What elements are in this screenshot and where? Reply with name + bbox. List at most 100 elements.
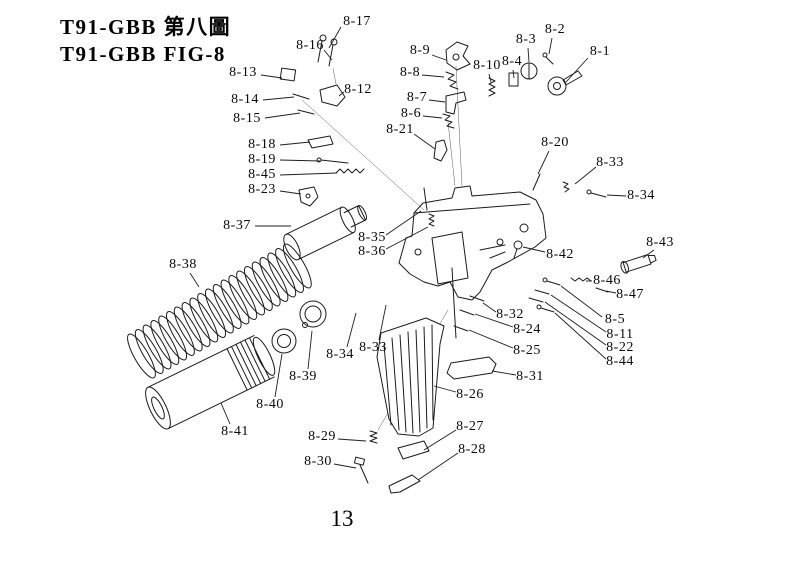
bottom-parts-drawing xyxy=(353,430,430,494)
part-label-8-31: 8-31 xyxy=(516,369,544,384)
leader-line-8-33 xyxy=(574,166,597,185)
part-label-8-30: 8-30 xyxy=(304,454,332,469)
leader-line-8-3 xyxy=(527,47,530,63)
leader-line-8-24 xyxy=(474,313,514,328)
part-label-8-33-b: 8-33 xyxy=(359,340,387,355)
leader-line-8-38 xyxy=(189,272,200,288)
leader-line-8-44 xyxy=(554,312,607,360)
leader-line-8-6 xyxy=(422,115,443,119)
leader-line-8-23 xyxy=(279,190,302,195)
part-label-8-24: 8-24 xyxy=(513,322,541,337)
lower-receiver-drawing xyxy=(398,185,547,301)
buffer-drawing xyxy=(283,204,368,261)
action-spring-drawing xyxy=(127,243,312,379)
part-label-8-32: 8-32 xyxy=(496,307,524,322)
part-label-8-8: 8-8 xyxy=(399,65,421,80)
leader-line-8-25 xyxy=(468,329,514,349)
leader-line-8-14 xyxy=(262,96,295,101)
part-label-8-13: 8-13 xyxy=(229,65,257,80)
leader-line-8-32 xyxy=(482,302,497,313)
leader-line-8-17 xyxy=(328,26,342,49)
leader-line-8-7 xyxy=(428,99,446,103)
bushing-ring-drawing xyxy=(271,328,297,354)
part-label-8-3: 8-3 xyxy=(515,32,537,47)
retaining-ring-drawing xyxy=(299,300,327,328)
part-label-8-43: 8-43 xyxy=(646,235,674,250)
leader-line-8-41 xyxy=(220,402,231,425)
leader-line-8-43 xyxy=(642,249,655,259)
part-label-8-29: 8-29 xyxy=(308,429,336,444)
part-label-8-22: 8-22 xyxy=(606,340,634,355)
leader-line-8-36 xyxy=(385,226,429,250)
part-label-8-15: 8-15 xyxy=(233,111,261,126)
leader-line-8-8 xyxy=(421,74,445,78)
part-label-8-2: 8-2 xyxy=(544,22,566,37)
right-parts-drawing xyxy=(451,240,657,339)
leader-line-8-4 xyxy=(512,69,515,79)
part-label-8-42: 8-42 xyxy=(546,247,574,262)
part-label-8-27: 8-27 xyxy=(456,419,484,434)
page-number: 13 xyxy=(330,506,354,531)
leader-line-8-18 xyxy=(279,141,311,146)
part-label-8-10: 8-10 xyxy=(473,58,501,73)
leader-line-8-10 xyxy=(488,73,492,83)
part-label-8-41: 8-41 xyxy=(221,424,249,439)
part-label-8-25: 8-25 xyxy=(513,343,541,358)
part-label-8-4: 8-4 xyxy=(501,54,523,69)
leader-line-8-42 xyxy=(522,246,546,253)
leader-line-8-29 xyxy=(337,438,367,442)
part-label-8-1: 8-1 xyxy=(589,44,611,59)
stock-tube-drawing xyxy=(145,335,276,430)
part-label-8-19: 8-19 xyxy=(248,152,276,167)
leader-line-8-9 xyxy=(431,54,447,61)
part-label-8-37: 8-37 xyxy=(223,218,251,233)
part-label-8-20: 8-20 xyxy=(541,135,569,150)
part-label-8-46: 8-46 xyxy=(593,273,621,288)
part-label-8-34: 8-34 xyxy=(627,188,655,203)
leader-line-8-19 xyxy=(279,159,321,162)
leader-line-8-20 xyxy=(537,150,550,175)
leader-line-8-34 xyxy=(606,194,627,197)
trigger-guard-drawing xyxy=(446,356,497,380)
leader-line-8-31 xyxy=(491,370,517,376)
part-label-8-45: 8-45 xyxy=(248,167,276,182)
part-label-8-23: 8-23 xyxy=(248,182,276,197)
part-label-8-9: 8-9 xyxy=(409,43,431,58)
top-parts-drawing xyxy=(279,34,607,227)
leader-line-8-40 xyxy=(274,353,283,398)
figure-title-en: T91-GBB FIG-8 xyxy=(60,42,226,66)
leader-line-8-47 xyxy=(605,290,617,294)
leader-line-8-1 xyxy=(565,57,589,83)
leader-line-8-26 xyxy=(433,385,457,393)
figure-titles: T91-GBB 第八圖 T91-GBB FIG-8 xyxy=(60,14,231,68)
leader-line-8-39 xyxy=(307,330,313,370)
leader-line-8-5 xyxy=(560,285,603,318)
part-label-8-36: 8-36 xyxy=(358,244,386,259)
leader-line-8-2 xyxy=(548,37,553,55)
part-label-8-21: 8-21 xyxy=(386,122,414,137)
leader-line-8-33-b xyxy=(378,304,387,341)
part-label-8-11: 8-11 xyxy=(606,327,634,342)
leader-line-8-34-b xyxy=(346,312,357,348)
leader-line-8-13 xyxy=(260,74,283,79)
leader-line-8-16 xyxy=(323,49,333,61)
leader-line-8-12 xyxy=(338,91,345,97)
part-label-8-7: 8-7 xyxy=(406,90,428,105)
part-label-8-18: 8-18 xyxy=(248,137,276,152)
leader-line-8-27 xyxy=(423,429,457,451)
figure-title-zh: T91-GBB 第八圖 xyxy=(60,15,232,39)
part-label-8-44: 8-44 xyxy=(606,354,634,369)
part-label-8-28: 8-28 xyxy=(458,442,486,457)
part-label-8-5: 8-5 xyxy=(604,312,626,327)
leader-line-8-22 xyxy=(544,301,607,346)
part-label-8-12: 8-12 xyxy=(344,82,372,97)
leader-line-8-45 xyxy=(279,172,338,176)
part-label-8-34-b: 8-34 xyxy=(326,347,354,362)
part-label-8-35: 8-35 xyxy=(358,230,386,245)
leader-line-8-28 xyxy=(417,452,459,481)
part-label-8-6: 8-6 xyxy=(400,106,422,121)
part-label-8-26: 8-26 xyxy=(456,387,484,402)
